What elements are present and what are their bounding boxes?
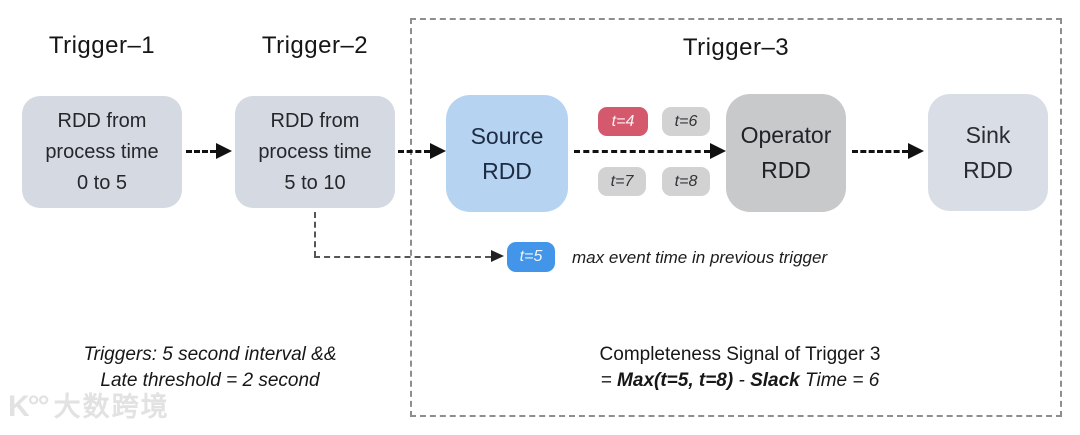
completeness-line2: = Max(t=5, t=8) - Slack Time = 6	[555, 368, 925, 394]
completeness-seg-time: Time = 6	[799, 370, 880, 391]
completeness-line1: Completeness Signal of Trigger 3	[599, 344, 881, 365]
completeness-seg-minus: -	[733, 370, 751, 391]
completeness-seg-slack: Slack	[750, 370, 800, 391]
rdd1-line1: RDD from	[57, 109, 147, 132]
badge-t8: t=8	[662, 167, 710, 196]
rdd-box-trigger2: RDD from process time 5 to 10	[235, 96, 395, 208]
rdd2-line1: RDD from	[270, 109, 360, 132]
sink-rdd-box: Sink RDD	[928, 94, 1048, 211]
completeness-seg-equals: =	[600, 370, 618, 391]
trigger3-label: Trigger–3	[682, 34, 790, 61]
watermark-text: 大数跨境	[53, 392, 170, 422]
rdd1-line2: process time	[45, 140, 159, 163]
arrow-operator-to-sink	[852, 143, 924, 159]
badge-t5: t=5	[507, 242, 555, 272]
rdd2-line2: process time	[258, 140, 372, 163]
trigger3-container: Trigger–3	[410, 18, 1062, 417]
rdd-box-trigger1: RDD from process time 0 to 5	[22, 96, 182, 208]
trigger-settings-note: Triggers: 5 second interval && Late thre…	[55, 342, 365, 394]
sink-line2: RDD	[963, 156, 1013, 183]
source-line1: Source	[470, 122, 544, 149]
source-line2: RDD	[482, 157, 532, 184]
badge-t4: t=4	[598, 107, 648, 136]
operator-line2: RDD	[761, 157, 811, 183]
brand-logo-icon: K°°	[8, 390, 50, 423]
badge-t6: t=6	[662, 107, 710, 136]
trigger-note-line2: Late threshold = 2 second	[100, 370, 320, 391]
badge-t7: t=7	[598, 167, 646, 196]
watermark: K°° 大数跨境	[8, 390, 170, 423]
source-rdd-box: Source RDD	[446, 95, 568, 212]
arrow-rdd2-to-source	[398, 143, 446, 159]
completeness-seg-max: Max(t=5, t=8)	[617, 370, 734, 391]
arrow-rdd1-to-rdd2	[186, 143, 232, 159]
rdd1-line3: 0 to 5	[76, 171, 128, 194]
trigger-note-line1: Triggers: 5 second interval &&	[83, 344, 337, 365]
operator-line1: Operator	[740, 122, 832, 148]
completeness-signal-note: Completeness Signal of Trigger 3 = Max(t…	[555, 342, 925, 394]
arrow-elbow-to-t5	[314, 250, 504, 262]
sink-line1: Sink	[965, 121, 1011, 148]
elbow-vertical-line	[314, 212, 316, 257]
max-event-time-annotation: max event time in previous trigger	[572, 248, 828, 267]
arrow-source-to-operator	[574, 143, 726, 159]
rdd2-line3: 5 to 10	[284, 171, 346, 194]
trigger2-label: Trigger–2	[261, 32, 369, 59]
operator-rdd-box: Operator RDD	[726, 94, 846, 212]
trigger1-label: Trigger–1	[48, 32, 156, 59]
